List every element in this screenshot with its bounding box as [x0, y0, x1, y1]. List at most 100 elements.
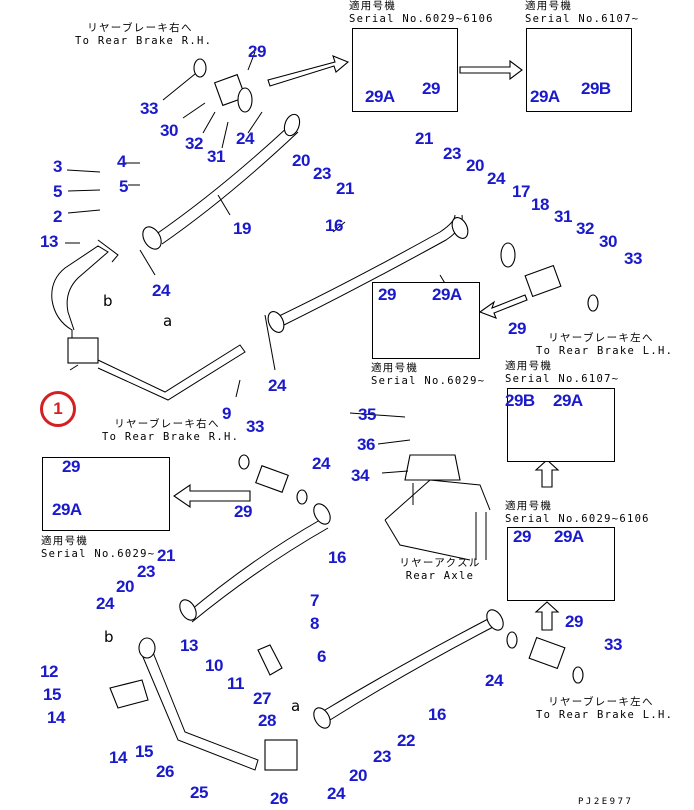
callout-31: 31 — [207, 147, 225, 166]
bracket-12 — [109, 679, 149, 709]
serial-box-callout-29: 29 — [422, 79, 440, 98]
callout-11: 11 — [227, 674, 244, 693]
note-jp: リヤーブレーキ右へ — [87, 22, 193, 34]
serial-box-callout-29A: 29A — [530, 87, 560, 106]
callout-21: 21 — [157, 546, 175, 565]
callout-29: 29 — [234, 502, 252, 521]
callout-20: 20 — [116, 577, 134, 596]
serial-box-callout-29B: 29B — [505, 391, 535, 410]
serial-number: Serial No.6029~6106 — [505, 513, 650, 525]
callout-23: 23 — [443, 144, 461, 163]
callout-23: 23 — [137, 562, 155, 581]
serial-box-top-left — [352, 28, 458, 112]
callout-18: 18 — [531, 195, 549, 214]
serial-note-left-mid: 適用号機 Serial No.6029~ — [41, 535, 155, 561]
serial-note-right-upper: 適用号機 Serial No.6107~ — [505, 360, 619, 386]
arrow-up-1 — [534, 459, 560, 488]
fitting-29-top — [193, 58, 253, 113]
bracket-6 — [257, 644, 283, 676]
callout-24: 24 — [268, 376, 286, 395]
callout-2: 2 — [53, 207, 62, 226]
callout-23: 23 — [373, 747, 391, 766]
serial-jp: 適用号機 — [41, 535, 89, 547]
callout-29: 29 — [508, 319, 526, 338]
callout-27: 27 — [253, 689, 271, 708]
callout-24: 24 — [485, 671, 503, 690]
note-rear-brake-rh-top: リヤーブレーキ右へ To Rear Brake R.H. — [75, 22, 211, 48]
callout-24: 24 — [312, 454, 330, 473]
serial-box-callout-29A: 29A — [554, 527, 584, 546]
callout-15: 15 — [135, 742, 153, 761]
callout-16: 16 — [325, 216, 343, 235]
serial-box-callout-29: 29 — [513, 527, 531, 546]
document-id: PJ2E977 — [578, 797, 634, 807]
callout-26: 26 — [156, 762, 174, 781]
callout-10: 10 — [205, 656, 223, 675]
callout-21: 21 — [336, 179, 354, 198]
serial-jp: 適用号機 — [349, 0, 397, 12]
note-en: To Rear Brake L.H. — [536, 345, 674, 357]
serial-jp: 適用号機 — [505, 500, 553, 512]
callout-28: 28 — [258, 711, 276, 730]
note-jp: リヤーブレーキ左へ — [548, 696, 654, 708]
serial-box-callout-29A: 29A — [52, 500, 82, 519]
callout-24: 24 — [487, 169, 505, 188]
callout-23: 23 — [313, 164, 331, 183]
arrow-to-left-box — [173, 483, 251, 509]
callout-12: 12 — [40, 662, 58, 681]
callout-21: 21 — [415, 129, 433, 148]
note-rear-brake-rh-mid: リヤーブレーキ右へ To Rear Brake R.H. — [102, 418, 238, 444]
callout-14: 14 — [109, 748, 127, 767]
view-letter-b-top: b — [103, 292, 113, 310]
view-letter-a-bottom: a — [291, 697, 301, 715]
callout-20: 20 — [292, 151, 310, 170]
callout-20: 20 — [349, 766, 367, 785]
serial-box-callout-29B: 29B — [581, 79, 611, 98]
callout-6: 6 — [317, 647, 326, 666]
callout-7: 7 — [310, 591, 319, 610]
callout-24: 24 — [96, 594, 114, 613]
hose-16-bottom — [313, 609, 504, 729]
serial-box-callout-29A: 29A — [432, 285, 462, 304]
fitting-29-bottom — [506, 631, 584, 684]
serial-number: Serial No.6029~6106 — [349, 13, 494, 25]
callout-19: 19 — [233, 219, 251, 238]
leader-lines — [65, 51, 456, 474]
arrow-to-mid-box — [478, 294, 528, 319]
view-letter-b-bottom: b — [104, 628, 114, 646]
serial-box-callout-29A: 29A — [553, 391, 583, 410]
callout-8: 8 — [310, 614, 319, 633]
serial-box-mid-center — [372, 282, 480, 359]
callout-33: 33 — [140, 99, 158, 118]
serial-box-callout-29: 29 — [378, 285, 396, 304]
serial-jp: 適用号機 — [371, 362, 419, 374]
callout-25: 25 — [190, 783, 208, 802]
reference-circle: 1 — [40, 391, 76, 427]
note-en: Rear Axle — [405, 570, 475, 582]
callout-14: 14 — [47, 708, 65, 727]
note-jp: リヤーアクスル — [399, 557, 481, 569]
hose-19 — [142, 113, 301, 250]
serial-box-right-upper — [507, 388, 615, 462]
callout-32: 32 — [576, 219, 594, 238]
callout-35: 35 — [358, 405, 376, 424]
arrow-up-2 — [534, 601, 560, 631]
arrow-between-top-boxes — [459, 59, 523, 81]
callout-30: 30 — [160, 121, 178, 140]
serial-box-right-lower — [507, 527, 615, 601]
callout-29: 29 — [565, 612, 583, 631]
callout-24: 24 — [327, 784, 345, 803]
callout-16: 16 — [328, 548, 346, 567]
callout-20: 20 — [466, 156, 484, 175]
serial-number: Serial No.6029~ — [41, 548, 156, 560]
callout-5: 5 — [53, 182, 62, 201]
note-rear-axle: リヤーアクスル Rear Axle — [395, 557, 485, 583]
hose-16-top — [267, 214, 469, 333]
serial-box-top-right — [526, 28, 632, 112]
callout-3: 3 — [53, 157, 62, 176]
serial-note-mid-center: 適用号機 Serial No.6029~ — [371, 362, 485, 388]
callout-24: 24 — [152, 281, 170, 300]
serial-box-callout-29A: 29A — [365, 87, 395, 106]
